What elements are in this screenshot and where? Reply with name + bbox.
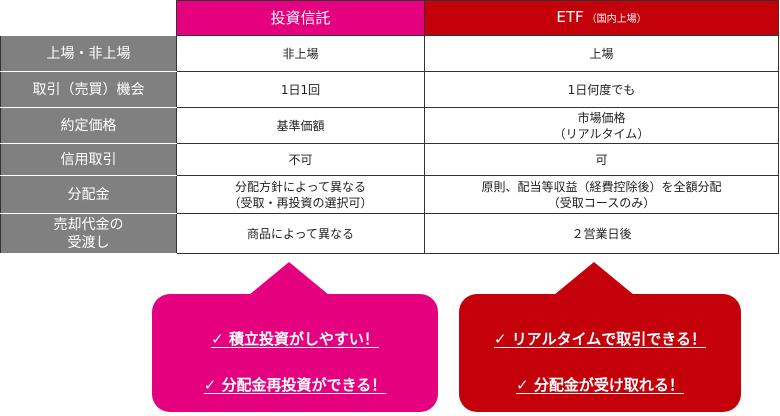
table-row: 約定価格 基準価額 市場価格（リアルタイム） [0, 107, 779, 144]
trust-cell: 基準価額 [176, 107, 425, 144]
callout-point: ✓ 分配金が受け取れる！ [516, 376, 684, 394]
header-etf-note: （国内上場） [586, 13, 647, 25]
etf-cell: 可 [424, 143, 779, 176]
table-row: 取引（売買）機会 1日1回 1日何度でも [0, 71, 779, 108]
callout-point: ✓ 分配金再投資ができる！ [203, 376, 387, 394]
row-label: 取引（売買）機会 [0, 71, 177, 108]
callout-pointer [249, 262, 329, 295]
trust-cell: 分配方針によって異なる（受取・再投資の選択可） [176, 175, 425, 214]
row-label: 上場・非上場 [0, 35, 177, 72]
trust-cell: 商品によって異なる [176, 213, 425, 254]
row-label: 分配金 [0, 175, 177, 214]
row-label: 信用取引 [0, 143, 177, 176]
row-label: 約定価格 [0, 107, 177, 144]
etf-cell: 上場 [424, 35, 779, 72]
trust-cell: 不可 [176, 143, 425, 176]
corner-cell [0, 0, 177, 36]
header-investment-trust-label: 投資信託 [270, 9, 331, 27]
etf-callout: ✓ リアルタイムで取引できる！ ✓ 分配金が受け取れる！ [459, 262, 741, 412]
trust-cell: 非上場 [176, 35, 425, 72]
trust-cell: 1日1回 [176, 71, 425, 108]
callout-point: ✓ リアルタイムで取引できる！ [493, 330, 707, 348]
comparison-table: 投資信託 ETF（国内上場） 上場・非上場 非上場 上場 取引（売買）機会 1日… [0, 0, 779, 254]
investment-trust-callout: ✓ 積立投資がしやすい！ ✓ 分配金再投資ができる！ [152, 262, 438, 412]
header-etf: ETF（国内上場） [424, 0, 779, 36]
callout-point: ✓ 積立投資がしやすい！ [211, 330, 379, 348]
header-row: 投資信託 ETF（国内上場） [0, 0, 779, 36]
etf-cell: ２営業日後 [424, 213, 779, 254]
table-row: 分配金 分配方針によって異なる（受取・再投資の選択可） 原則、配当等収益（経費控… [0, 175, 779, 214]
etf-cell: 市場価格（リアルタイム） [424, 107, 779, 144]
header-investment-trust: 投資信託 [176, 0, 425, 36]
etf-cell: 1日何度でも [424, 71, 779, 108]
row-label: 売却代金の受渡し [0, 213, 177, 254]
table-row: 上場・非上場 非上場 上場 [0, 35, 779, 72]
callout-pointer [554, 262, 634, 295]
table-row: 売却代金の受渡し 商品によって異なる ２営業日後 [0, 213, 779, 254]
table-row: 信用取引 不可 可 [0, 143, 779, 176]
header-etf-label: ETF [556, 7, 584, 26]
etf-cell: 原則、配当等収益（経費控除後）を全額分配（受取コースのみ） [424, 175, 779, 214]
